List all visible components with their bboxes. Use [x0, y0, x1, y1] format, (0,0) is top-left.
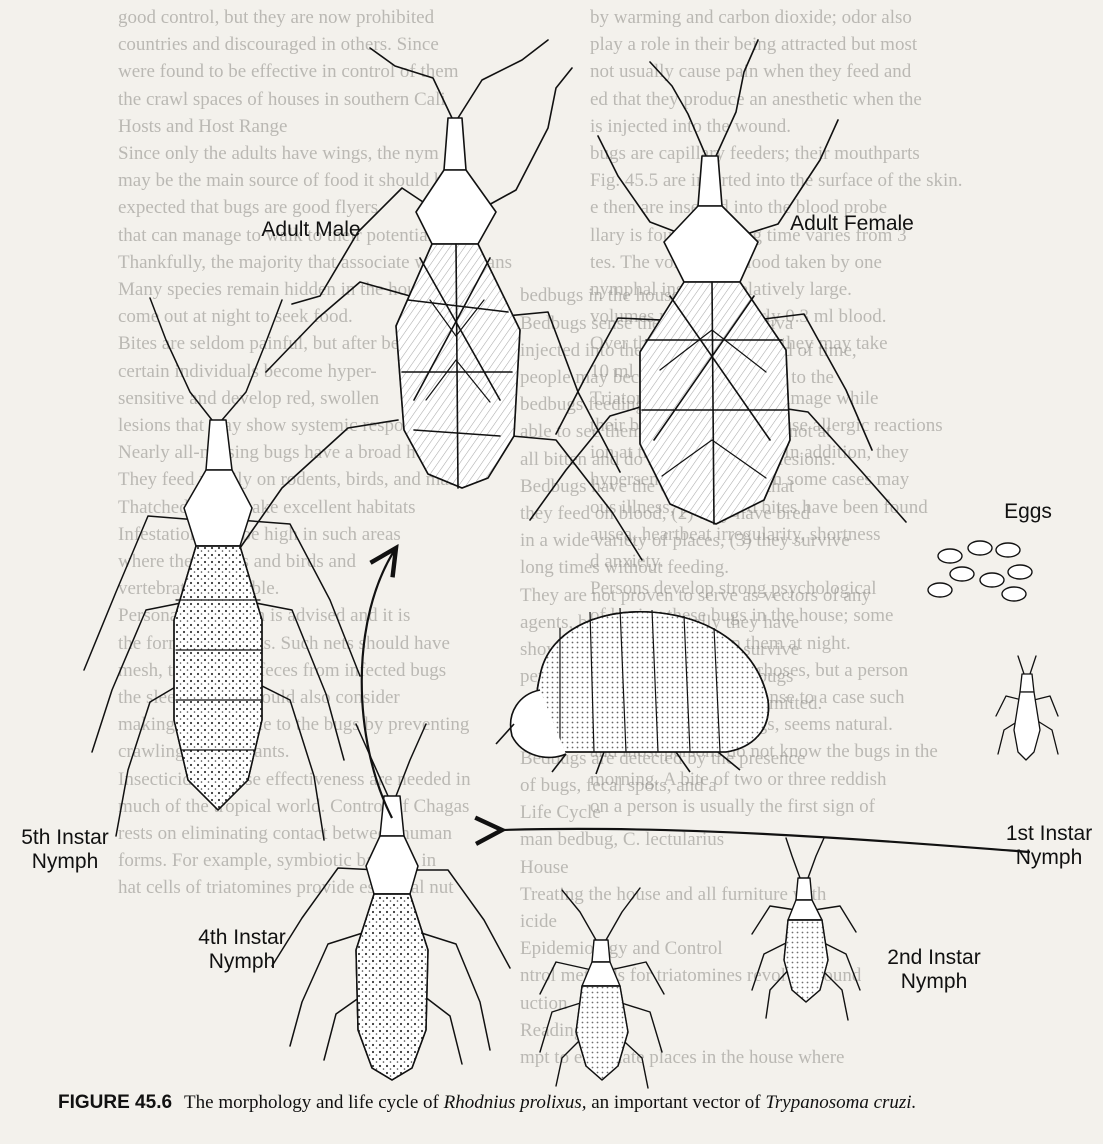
fifth-instar-nymph-bug — [84, 298, 360, 840]
armadillo-host — [496, 608, 769, 774]
label-fourth-instar: 4th Instar Nymph — [182, 926, 302, 974]
adult-female-bug — [530, 40, 906, 524]
label-second-instar: 2nd Instar Nymph — [874, 946, 994, 994]
caption-parasite: Trypanosoma cruzi. — [765, 1092, 916, 1113]
caption-text-2: an important vector of — [591, 1092, 760, 1113]
first-instar-nymph-bug — [996, 656, 1058, 760]
label-adult-female: Adult Female — [772, 212, 932, 236]
third-instar-nymph-bug — [540, 888, 664, 1088]
label-adult-male: Adult Male — [236, 218, 386, 242]
second-instar-nymph-bug — [752, 838, 860, 1020]
label-fifth-instar: 5th Instar Nymph — [10, 826, 120, 874]
caption-figure-number: FIGURE 45.6 — [58, 1092, 172, 1113]
label-first-instar: 1st Instar Nymph — [996, 822, 1102, 870]
figure-caption: FIGURE 45.6 The morphology and life cycle… — [58, 1092, 1088, 1114]
adult-male-bug — [226, 40, 642, 568]
eggs-cluster — [928, 541, 1032, 601]
caption-text-1: The morphology and life cycle of — [184, 1092, 439, 1113]
caption-species: Rhodnius prolixus, — [444, 1092, 587, 1113]
arrow-5th-to-adult — [362, 548, 396, 818]
fourth-instar-nymph-bug — [272, 724, 510, 1080]
label-eggs: Eggs — [988, 500, 1068, 524]
arrow-1st-to-later — [502, 829, 1030, 852]
